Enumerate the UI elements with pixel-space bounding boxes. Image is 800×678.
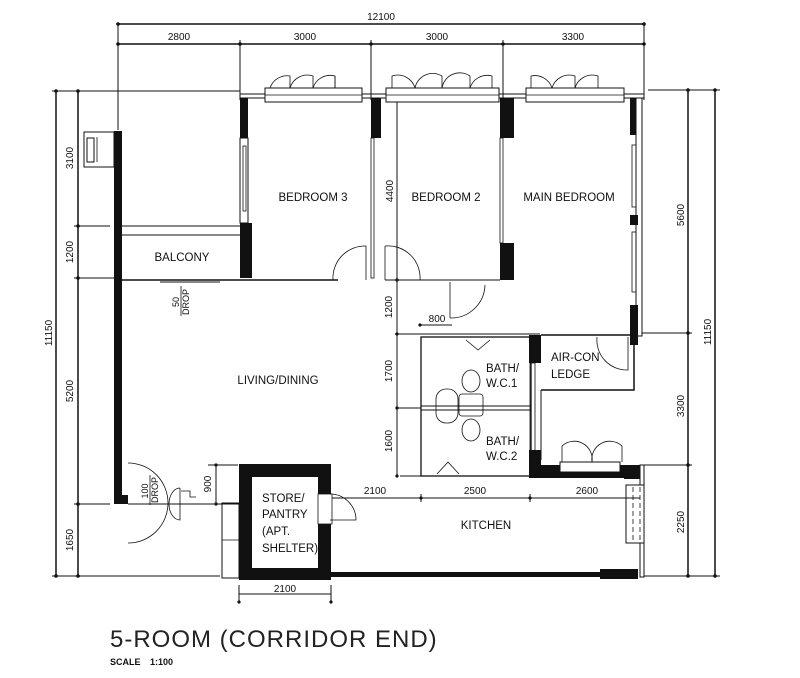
dim-right-seg-1: 5600: [676, 203, 687, 226]
store-shelter: [122, 464, 357, 604]
dim-left-seg-3: 5200: [65, 379, 76, 402]
scale-label: SCALE: [110, 657, 141, 667]
left-dimension-lines: [52, 89, 240, 578]
bathrooms-block: [395, 333, 541, 478]
scale-value: 1:100: [150, 657, 173, 667]
room-label-bath2-line1: BATH/: [486, 436, 520, 448]
entrance-drop-value: 100: [140, 483, 150, 498]
dim-entrance-offset: 900: [203, 475, 214, 492]
dim-bedroom-depth: 4400: [385, 179, 396, 202]
dim-door-width: 800: [429, 314, 446, 325]
balcony-drop-note: 50 DROP: [171, 286, 191, 316]
right-dimension-lines: [640, 88, 720, 578]
room-label-store-line3: (APT.: [262, 526, 290, 538]
dim-corridor: 1200: [384, 295, 395, 318]
dim-left-seg-2: 1200: [65, 240, 76, 263]
room-label-aircon-line1: AIR-CON: [551, 352, 600, 364]
dim-right-total: 11150: [703, 318, 714, 345]
balcony-drop-value: 50: [171, 297, 181, 307]
bedroom-doors: [332, 245, 486, 319]
dim-right-seg-2: 3300: [676, 394, 687, 417]
entrance-drop-label: DROP: [150, 477, 160, 503]
room-label-store-line4: SHELTER): [262, 543, 318, 555]
room-label-store-line1: STORE/: [262, 493, 305, 505]
top-windows: [264, 72, 625, 103]
kitchen-dimension-lines: [419, 494, 532, 502]
room-label-bath1-line2: W.C.1: [486, 378, 517, 390]
room-label-balcony: BALCONY: [155, 252, 210, 264]
room-label-bath2-line2: W.C.2: [486, 451, 517, 463]
plan-title: 5-ROOM (CORRIDOR END): [110, 626, 438, 653]
room-label-living-dining: LIVING/DINING: [237, 375, 318, 387]
room-label-bedroom2: BEDROOM 2: [411, 192, 480, 204]
dim-top-seg-1: 2800: [168, 32, 191, 43]
dim-left-total: 11150: [44, 319, 55, 346]
kitchen-walls: [330, 440, 645, 579]
exterior-walls: [83, 93, 644, 503]
room-label-main-bedroom: MAIN BEDROOM: [523, 192, 614, 204]
dim-top-seg-4: 3300: [562, 32, 585, 43]
dim-top-seg-3: 3000: [426, 32, 449, 43]
room-label-aircon-line2: LEDGE: [551, 369, 590, 381]
dim-top-total: 12100: [367, 12, 395, 23]
room-label-store-line2: PANTRY: [262, 509, 308, 521]
dim-left-seg-1: 3100: [65, 146, 76, 169]
dim-bath2: 1600: [384, 429, 395, 452]
dim-right-seg-3: 2250: [676, 510, 687, 533]
aircon-ledge: [540, 334, 635, 460]
entrance-door: [114, 462, 239, 544]
dim-bath1: 1700: [384, 359, 395, 382]
dim-left-seg-4: 1650: [65, 528, 76, 551]
room-label-bedroom3: BEDROOM 3: [278, 192, 347, 204]
room-label-bath1-line1: BATH/: [486, 363, 520, 375]
interior-dimension-lines: [395, 102, 452, 478]
room-label-kitchen: KITCHEN: [461, 520, 511, 532]
dim-kitchen-seg-3: 2600: [576, 486, 599, 497]
entrance-drop-note: 100 DROP: [140, 475, 160, 505]
top-dimension-lines: [116, 22, 646, 130]
dim-store-width: 2100: [274, 584, 297, 595]
balcony-drop-label: DROP: [181, 289, 191, 315]
dim-top-seg-2: 3000: [294, 32, 317, 43]
dim-kitchen-seg-2: 2500: [464, 486, 487, 497]
dim-kitchen-seg-1: 2100: [364, 486, 387, 497]
